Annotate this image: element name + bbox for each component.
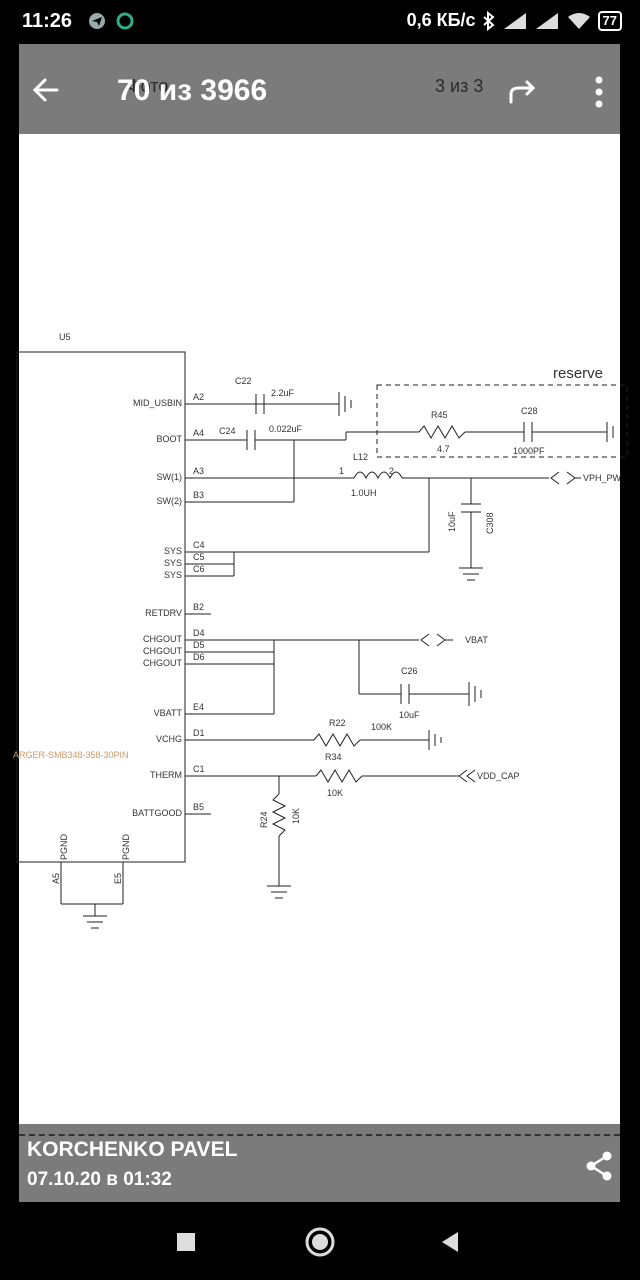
c28-value: 1000PF (513, 446, 545, 456)
image-viewer: Фото 3 из 3 70 из 3966 (13, 44, 628, 1202)
back-triangle-icon[interactable] (438, 1230, 462, 1254)
pin-number: C4 (193, 540, 205, 550)
l12-ref: L12 (353, 452, 368, 462)
back-arrow-icon[interactable] (29, 72, 65, 108)
chip-part-label: ARGER-SMB348-358-30PIN (13, 750, 129, 760)
pin-name: MID_USBIN (133, 398, 182, 408)
pin-number: C5 (193, 552, 205, 562)
ghost-counter: 3 из 3 (435, 76, 484, 96)
c308-value: 10uF (447, 511, 457, 532)
bottom-pin-name: PGND (59, 833, 69, 860)
pin-number: D1 (193, 728, 205, 738)
vbat-net-label: VBAT (465, 635, 488, 645)
pin-name: CHGOUT (143, 634, 182, 644)
pin-name: CHGOUT (143, 646, 182, 656)
schematic-image: U5 ARGER-SMB348-358-30PIN MID_USBIN BOOT… (13, 134, 628, 1128)
more-vert-icon[interactable] (589, 72, 609, 112)
c24-value: 0.022uF (269, 424, 303, 434)
author-name[interactable]: KORCHENKO PAVEL (27, 1138, 238, 1161)
pin-number: A3 (193, 466, 204, 476)
network-speed: 0,6 КБ/с (406, 10, 476, 30)
l12-pin2: 2 (389, 466, 394, 476)
post-date: 07.10.20 в 01:32 (27, 1169, 172, 1190)
pin-number: B3 (193, 490, 204, 500)
bluetooth-icon (482, 10, 495, 31)
status-bar: 11:26 0,6 КБ/с 77 (0, 0, 640, 44)
pin-name: SYS (164, 558, 182, 568)
pin-name: BATTGOOD (132, 808, 182, 818)
r45-value: 4.7 (437, 444, 450, 454)
status-time: 11:26 (22, 10, 73, 32)
photo-info-bar: KORCHENKO PAVEL 07.10.20 в 01:32 (19, 1124, 620, 1202)
share-icon[interactable] (583, 1150, 615, 1182)
divider (19, 1134, 620, 1136)
app-notification-icon (116, 12, 134, 30)
pin-name: SYS (164, 570, 182, 580)
vph-net-label: VPH_PW (583, 473, 622, 483)
system-nav-bar (0, 1202, 640, 1280)
r24-ref: R24 (259, 811, 269, 828)
pin-name: THERM (150, 770, 182, 780)
pin-name: SYS (164, 546, 182, 556)
bottom-pin-name: PGND (121, 833, 131, 860)
pin-name: SW(1) (157, 472, 183, 482)
c22-value: 2.2uF (271, 388, 295, 398)
r34-value: 10K (327, 788, 343, 798)
r34-ref: R34 (325, 752, 342, 762)
home-circle-icon[interactable] (304, 1226, 336, 1258)
r22-value: 100K (371, 722, 392, 732)
pin-number: E4 (193, 702, 204, 712)
r45-ref: R45 (431, 410, 448, 420)
chip-ref-label: U5 (59, 332, 71, 342)
c308-ref: C308 (485, 512, 495, 534)
pin-name: CHGOUT (143, 658, 182, 668)
signal-icon (503, 12, 526, 29)
c28-ref: C28 (521, 406, 538, 416)
pin-number: D5 (193, 640, 205, 650)
c26-value: 10uF (399, 710, 420, 720)
pin-name: RETDRV (145, 608, 182, 618)
pin-name: SW(2) (157, 496, 183, 506)
bottom-pin-number: A5 (51, 873, 61, 884)
pin-number: D6 (193, 652, 205, 662)
c26-ref: C26 (401, 666, 418, 676)
viewer-header: Фото 3 из 3 70 из 3966 (19, 44, 620, 134)
pin-number: C1 (193, 764, 205, 774)
c22-ref: C22 (235, 376, 252, 386)
pin-name: BOOT (156, 434, 182, 444)
telegram-icon (89, 13, 105, 29)
pin-number: A4 (193, 428, 204, 438)
signal-2-icon (535, 12, 558, 29)
pin-number: B2 (193, 602, 204, 612)
schematic-drawing: U5 ARGER-SMB348-358-30PIN MID_USBIN BOOT… (13, 332, 628, 929)
page-title: 70 из 3966 (117, 74, 268, 107)
pin-number: D4 (193, 628, 205, 638)
l12-pin1: 1 (339, 466, 344, 476)
wifi-icon (567, 12, 590, 29)
ghost-title: Фото (127, 76, 169, 96)
vdd-cap-net-label: VDD_CAP (477, 771, 520, 781)
pin-name: VCHG (156, 734, 182, 744)
status-right: 0,6 КБ/с 77 (407, 10, 622, 31)
battery-indicator: 77 (597, 10, 622, 31)
pin-number: C6 (193, 564, 205, 574)
r22-ref: R22 (329, 718, 346, 728)
recents-square-icon[interactable] (176, 1232, 196, 1252)
c24-ref: C24 (219, 426, 236, 436)
l12-value: 1.0UH (351, 488, 377, 498)
pin-name: VBATT (154, 708, 183, 718)
share-forward-icon[interactable] (505, 74, 541, 110)
pin-number: A2 (193, 392, 204, 402)
reserve-label: reserve (553, 365, 603, 382)
bottom-pin-number: E5 (113, 873, 123, 884)
r24-value: 10K (291, 808, 301, 824)
pin-number: B5 (193, 802, 204, 812)
